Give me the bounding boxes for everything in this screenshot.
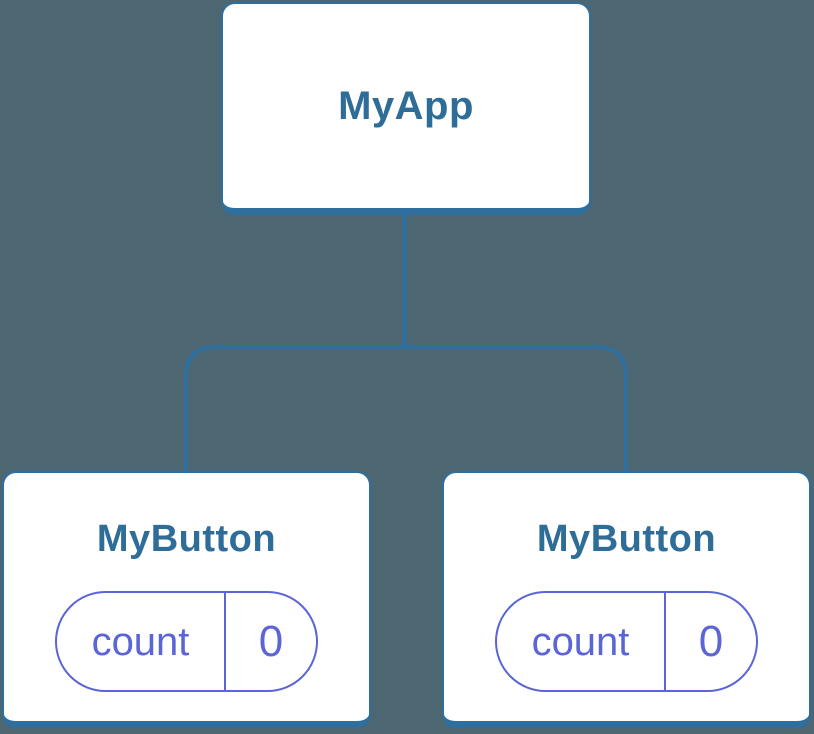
state-name: count — [91, 619, 190, 664]
component-card-mybutton-left: MyButton count 0 — [2, 471, 371, 728]
component-card-myapp: MyApp — [221, 2, 591, 215]
state-pill: count 0 — [55, 591, 318, 692]
component-card-mybutton-right: MyButton count 0 — [442, 471, 811, 728]
state-value: 0 — [664, 593, 756, 690]
component-title: MyButton — [536, 518, 717, 560]
component-title: MyApp — [338, 84, 474, 128]
state-name: count — [531, 619, 630, 664]
component-title: MyButton — [96, 518, 277, 560]
state-pill: count 0 — [495, 591, 758, 692]
connector-branch-line — [184, 345, 628, 471]
state-value: 0 — [224, 593, 316, 690]
